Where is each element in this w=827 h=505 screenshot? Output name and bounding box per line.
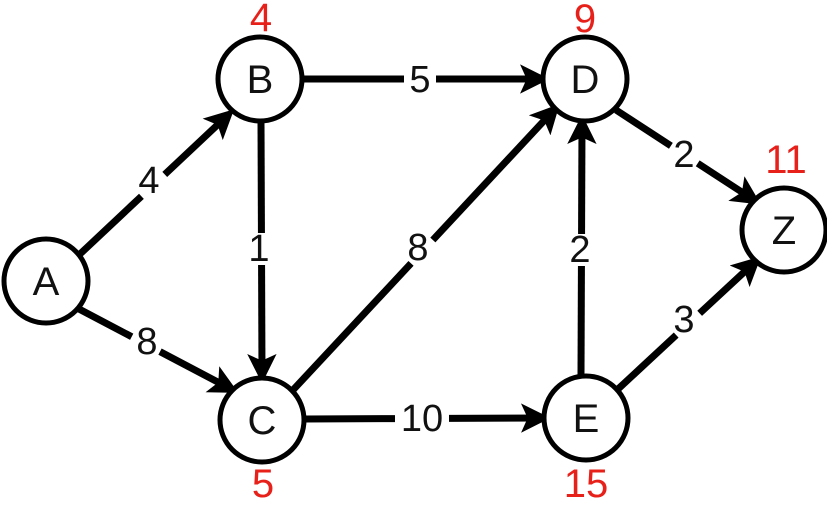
edge-c-d [290, 103, 560, 393]
edge-a-b [77, 109, 235, 257]
node-label-c: C [248, 399, 277, 443]
edge-segment [77, 305, 134, 340]
edge-segment-arrow [158, 348, 239, 393]
node-circle-e[interactable] [541, 373, 631, 463]
edge-c-e [304, 403, 551, 433]
node-e[interactable]: E [541, 373, 631, 463]
edge-weight-c-e: 10 [401, 398, 443, 440]
node-circle-d[interactable] [540, 34, 630, 124]
edge-segment [614, 107, 673, 149]
node-distance-e: 15 [564, 462, 609, 505]
edge-segment-arrow [697, 256, 762, 316]
node-d[interactable]: D [540, 34, 630, 124]
node-b[interactable]: B [215, 34, 305, 124]
edge-weight-e-z: 3 [673, 299, 694, 341]
node-label-b: B [247, 58, 274, 102]
node-label-e: E [573, 397, 600, 441]
node-circle-c[interactable] [217, 375, 307, 465]
node-label-a: A [33, 260, 60, 304]
edge-e-z [614, 256, 762, 393]
node-circle-z[interactable] [739, 185, 827, 275]
edge-e-d [567, 114, 597, 376]
edge-weight-a-c: 8 [136, 321, 157, 363]
node-distance-b: 4 [250, 0, 272, 40]
edge-d-z [614, 107, 762, 205]
node-distance-c: 5 [252, 462, 274, 505]
node-distance-z: 11 [765, 138, 807, 182]
edge-weight-a-b: 4 [138, 160, 159, 202]
edge-segment-arrow [430, 103, 560, 243]
node-circle-b[interactable] [215, 34, 305, 124]
edge-b-c [247, 121, 277, 384]
edge-weight-e-d: 2 [569, 229, 590, 271]
edges-layer [77, 64, 762, 433]
edge-segment-arrow [162, 109, 235, 177]
node-label-z: Z [772, 209, 796, 253]
nodes-layer: A B C D E Z [1, 34, 827, 465]
edge-weight-d-z: 2 [673, 134, 694, 176]
node-label-d: D [571, 58, 600, 102]
edge-segment [614, 332, 679, 393]
node-circle-a[interactable] [1, 236, 91, 326]
node-c[interactable]: C [217, 375, 307, 465]
edge-weight-b-c: 1 [248, 228, 269, 270]
edge-weight-b-d: 5 [409, 59, 430, 101]
node-z[interactable]: Z [739, 185, 827, 275]
node-a[interactable]: A [1, 236, 91, 326]
edge-segment [77, 193, 144, 257]
node-distance-d: 9 [574, 0, 596, 41]
edge-segment [290, 260, 414, 393]
edge-weight-c-d: 8 [407, 227, 428, 269]
edge-segment-arrow [695, 160, 762, 205]
edge-a-c [77, 305, 239, 393]
